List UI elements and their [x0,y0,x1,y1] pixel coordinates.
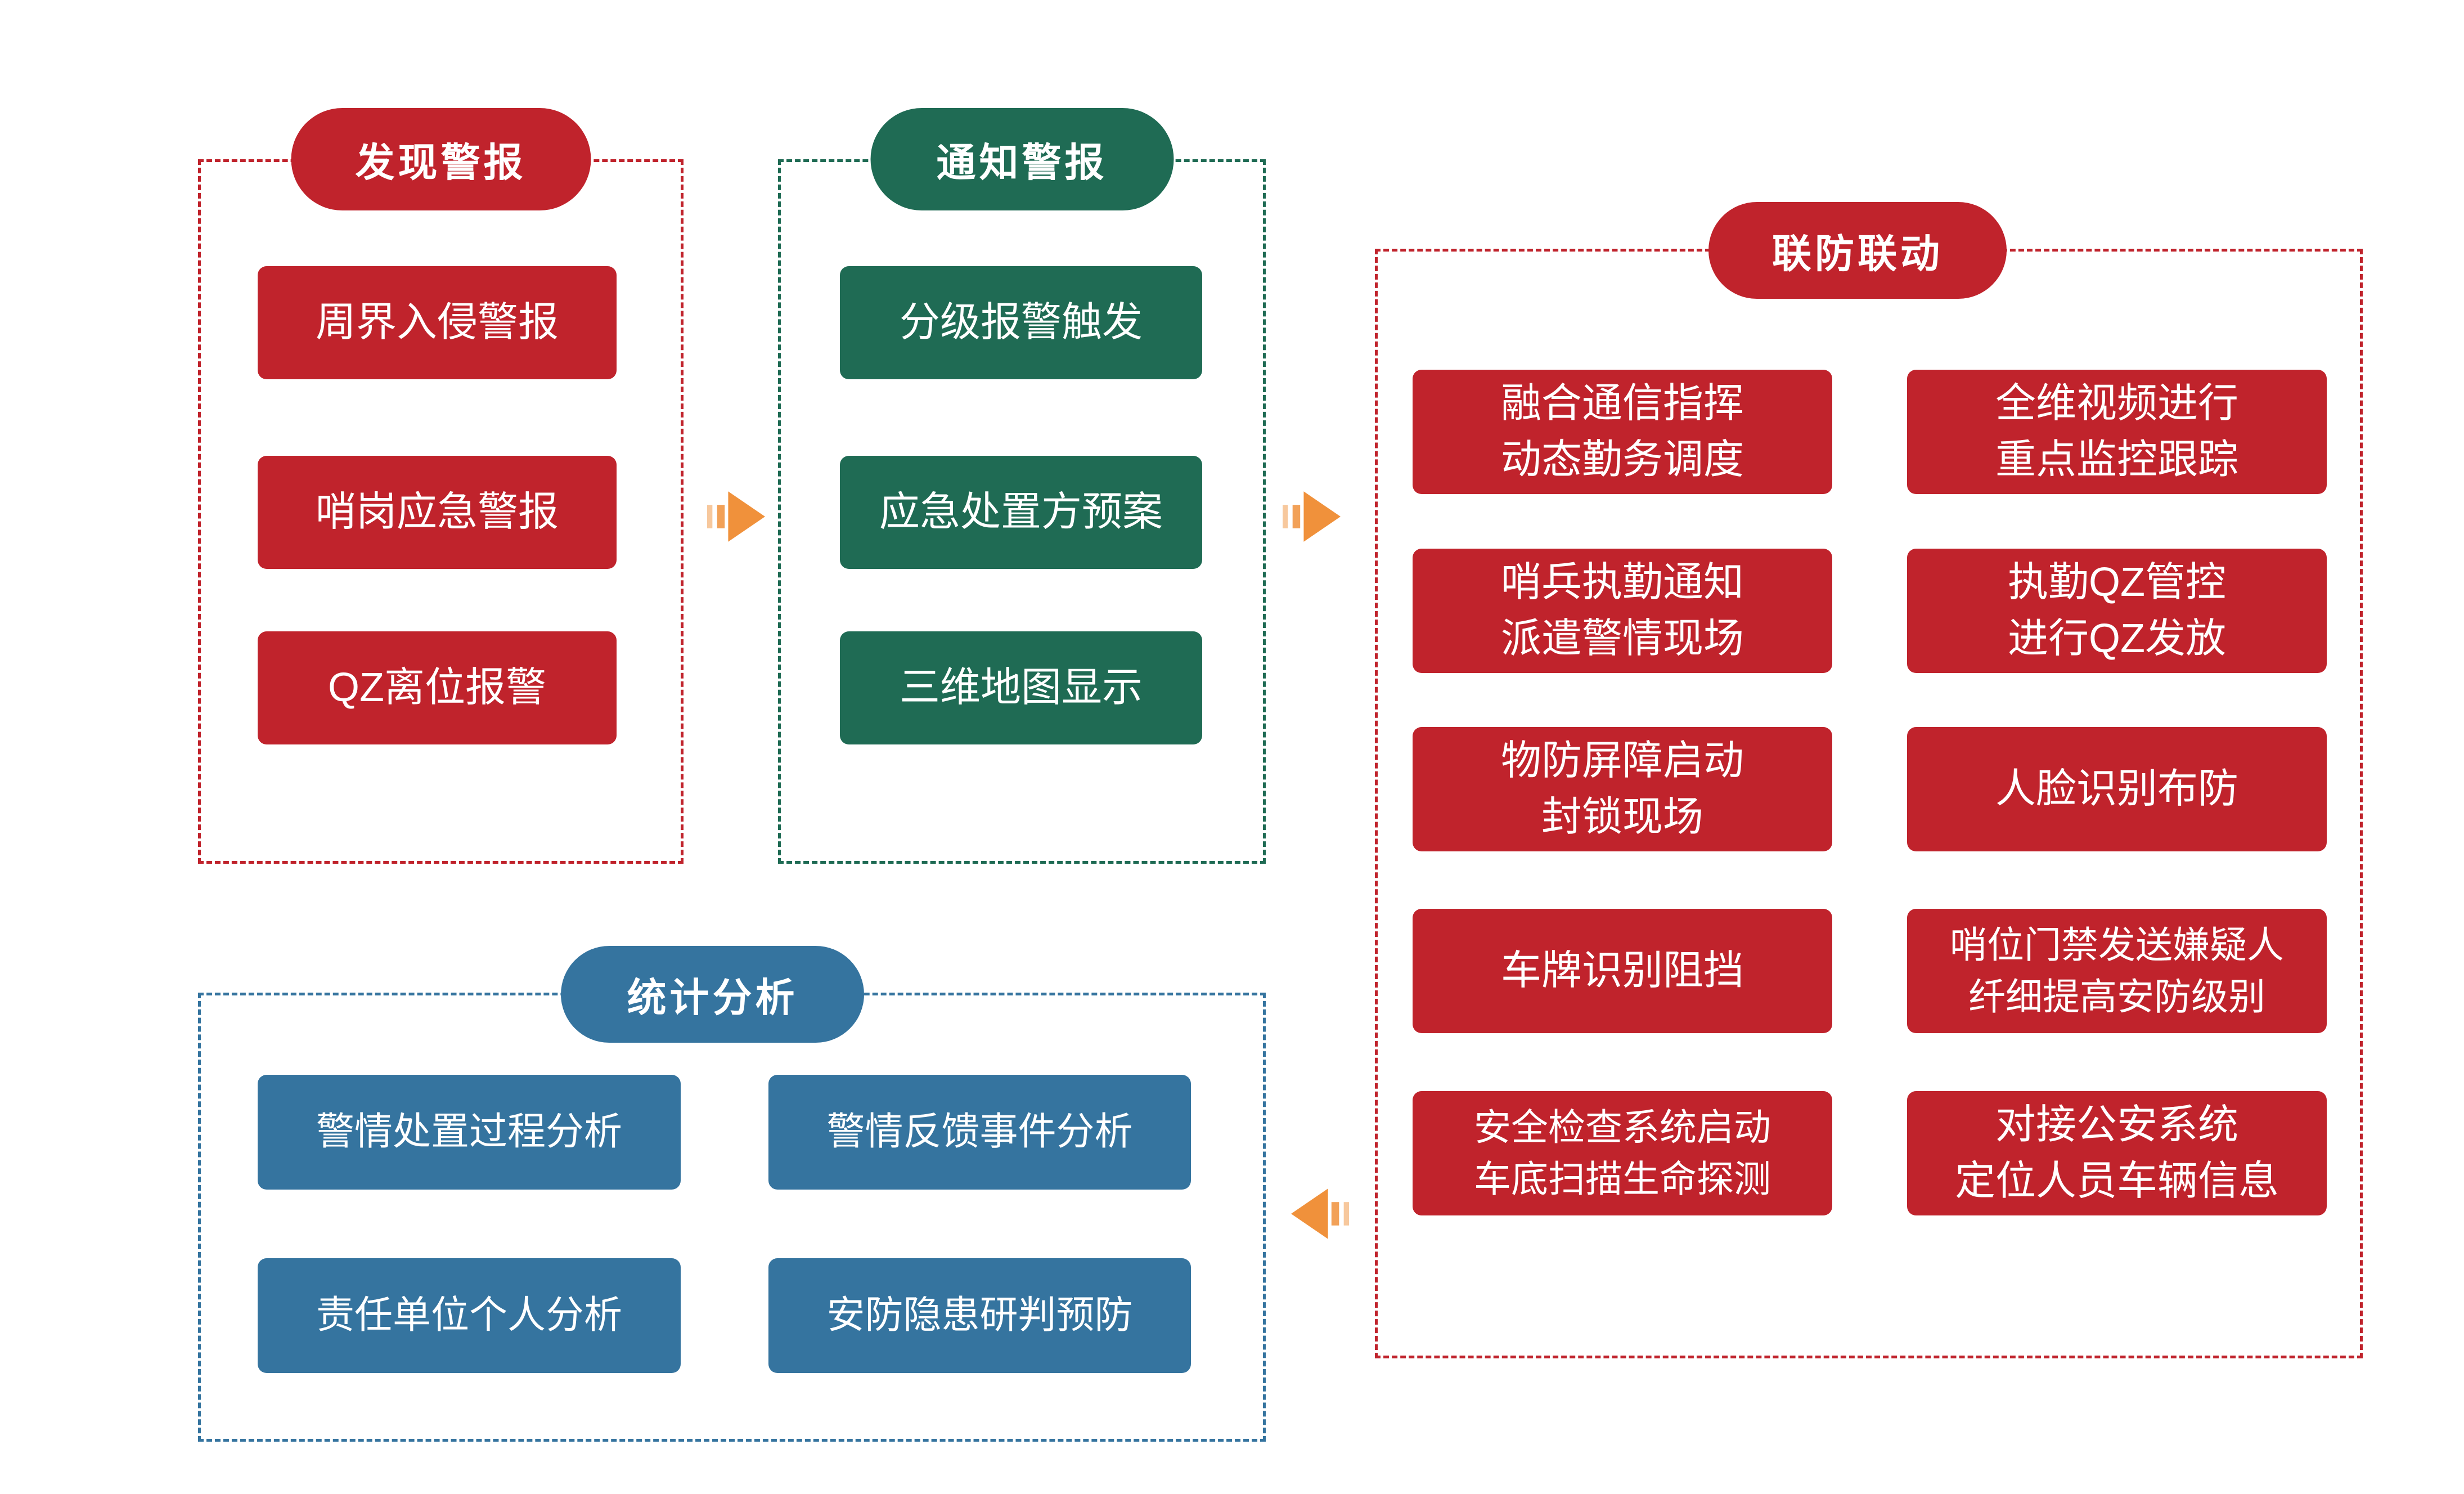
arrow-linkage-to-analysis-icon [1291,1185,1349,1243]
linkage-left-box-2: 哨兵执勤通知 派遣警情现场 [1413,549,1832,673]
linkage-right-box-1: 全维视频进行 重点监控跟踪 [1907,370,2327,494]
panel-notify-alarm: 通知警报 分级报警触发 应急处置方预案 三维地图显示 [778,108,1266,864]
arrow-notify-to-linkage-icon [1283,487,1341,546]
panel-notify-title: 通知警报 [870,108,1173,210]
panel-joint-defense-title: 联防联动 [1708,202,2007,299]
discover-box-1: 周界入侵警报 [258,266,617,379]
analysis-box-3: 责任单位个人分析 [258,1258,681,1373]
discover-box-2: 哨岗应急警报 [258,456,617,569]
analysis-box-4: 安防隐患研判预防 [768,1258,1191,1373]
notify-box-1: 分级报警触发 [840,266,1202,379]
linkage-right-box-5: 对接公安系统 定位人员车辆信息 [1907,1091,2327,1215]
panel-statistical-analysis: 统计分析 警情处置过程分析 警情反馈事件分析 责任单位个人分析 安防隐患研判预防 [198,946,1266,1442]
linkage-right-box-2: 执勤QZ管控 进行QZ发放 [1907,549,2327,673]
panel-discover-title: 发现警报 [291,108,591,210]
arrow-discover-to-notify-icon [707,487,766,546]
panel-statistical-analysis-title: 统计分析 [561,946,864,1043]
notify-box-2: 应急处置方预案 [840,456,1202,569]
linkage-left-box-3: 物防屏障启动 封锁现场 [1413,727,1832,851]
analysis-box-1: 警情处置过程分析 [258,1075,681,1190]
linkage-left-box-1: 融合通信指挥 动态勤务调度 [1413,370,1832,494]
linkage-right-box-3: 人脸识别布防 [1907,727,2327,851]
analysis-box-2: 警情反馈事件分析 [768,1075,1191,1190]
linkage-right-box-4: 哨位门禁发送嫌疑人 纤细提高安防级别 [1907,909,2327,1033]
panel-joint-defense: 联防联动 融合通信指挥 动态勤务调度 哨兵执勤通知 派遣警情现场 物防屏障启动 … [1375,202,2363,1358]
notify-box-3: 三维地图显示 [840,631,1202,744]
discover-box-3: QZ离位报警 [258,631,617,744]
linkage-left-box-5: 安全检查系统启动 车底扫描生命探测 [1413,1091,1832,1215]
linkage-left-box-4: 车牌识别阻挡 [1413,909,1832,1033]
panel-discover-alarm: 发现警报 周界入侵警报 哨岗应急警报 QZ离位报警 [198,108,684,864]
